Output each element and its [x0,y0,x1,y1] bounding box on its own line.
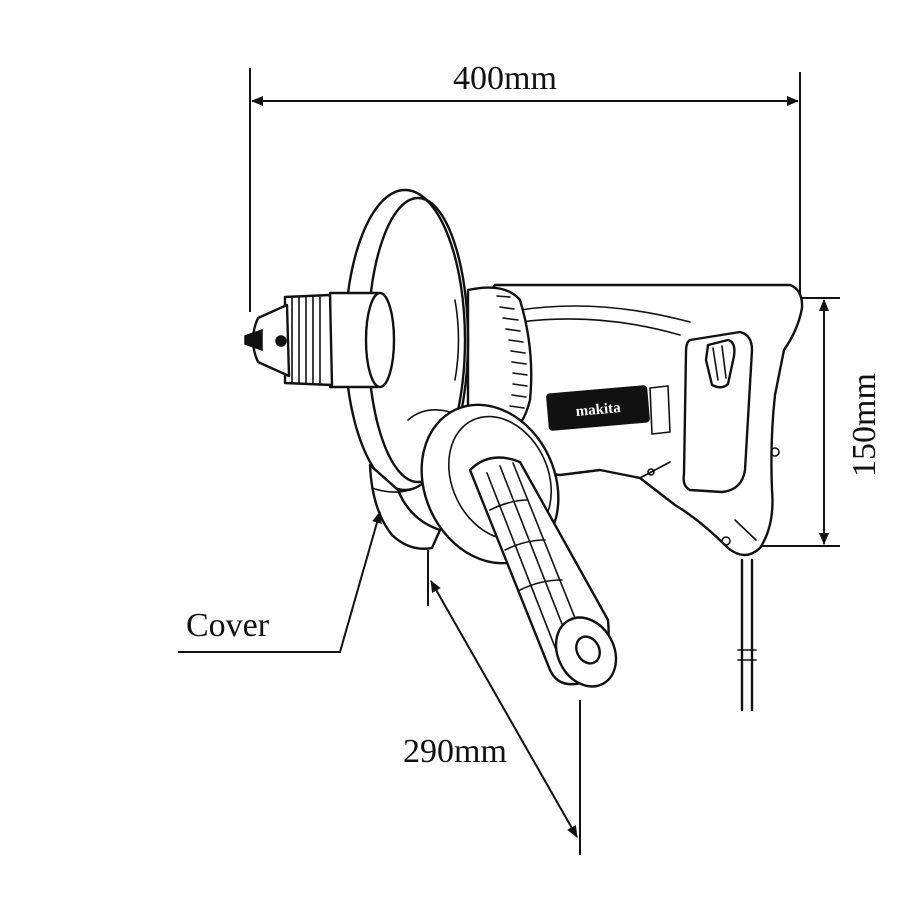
length-label: 400mm [453,60,557,97]
length-dimension: 400mm [249,60,801,312]
cover-leader-line [178,511,382,653]
power-cord [737,558,757,712]
handle-dimension-line [430,580,578,838]
chuck [244,291,396,389]
brand-label: makita [575,400,622,420]
drill-body: makita [466,283,804,557]
height-dimension: 150mm [750,297,883,547]
cover-callout: Cover [178,511,382,653]
height-label: 150mm [846,373,883,477]
lower-cover [368,463,442,550]
handle-label: 290mm [403,733,507,770]
handle-dimension: 290mm [403,550,581,855]
brand-plate: makita [546,385,650,431]
vents [496,295,528,409]
cover-label: Cover [186,607,270,644]
